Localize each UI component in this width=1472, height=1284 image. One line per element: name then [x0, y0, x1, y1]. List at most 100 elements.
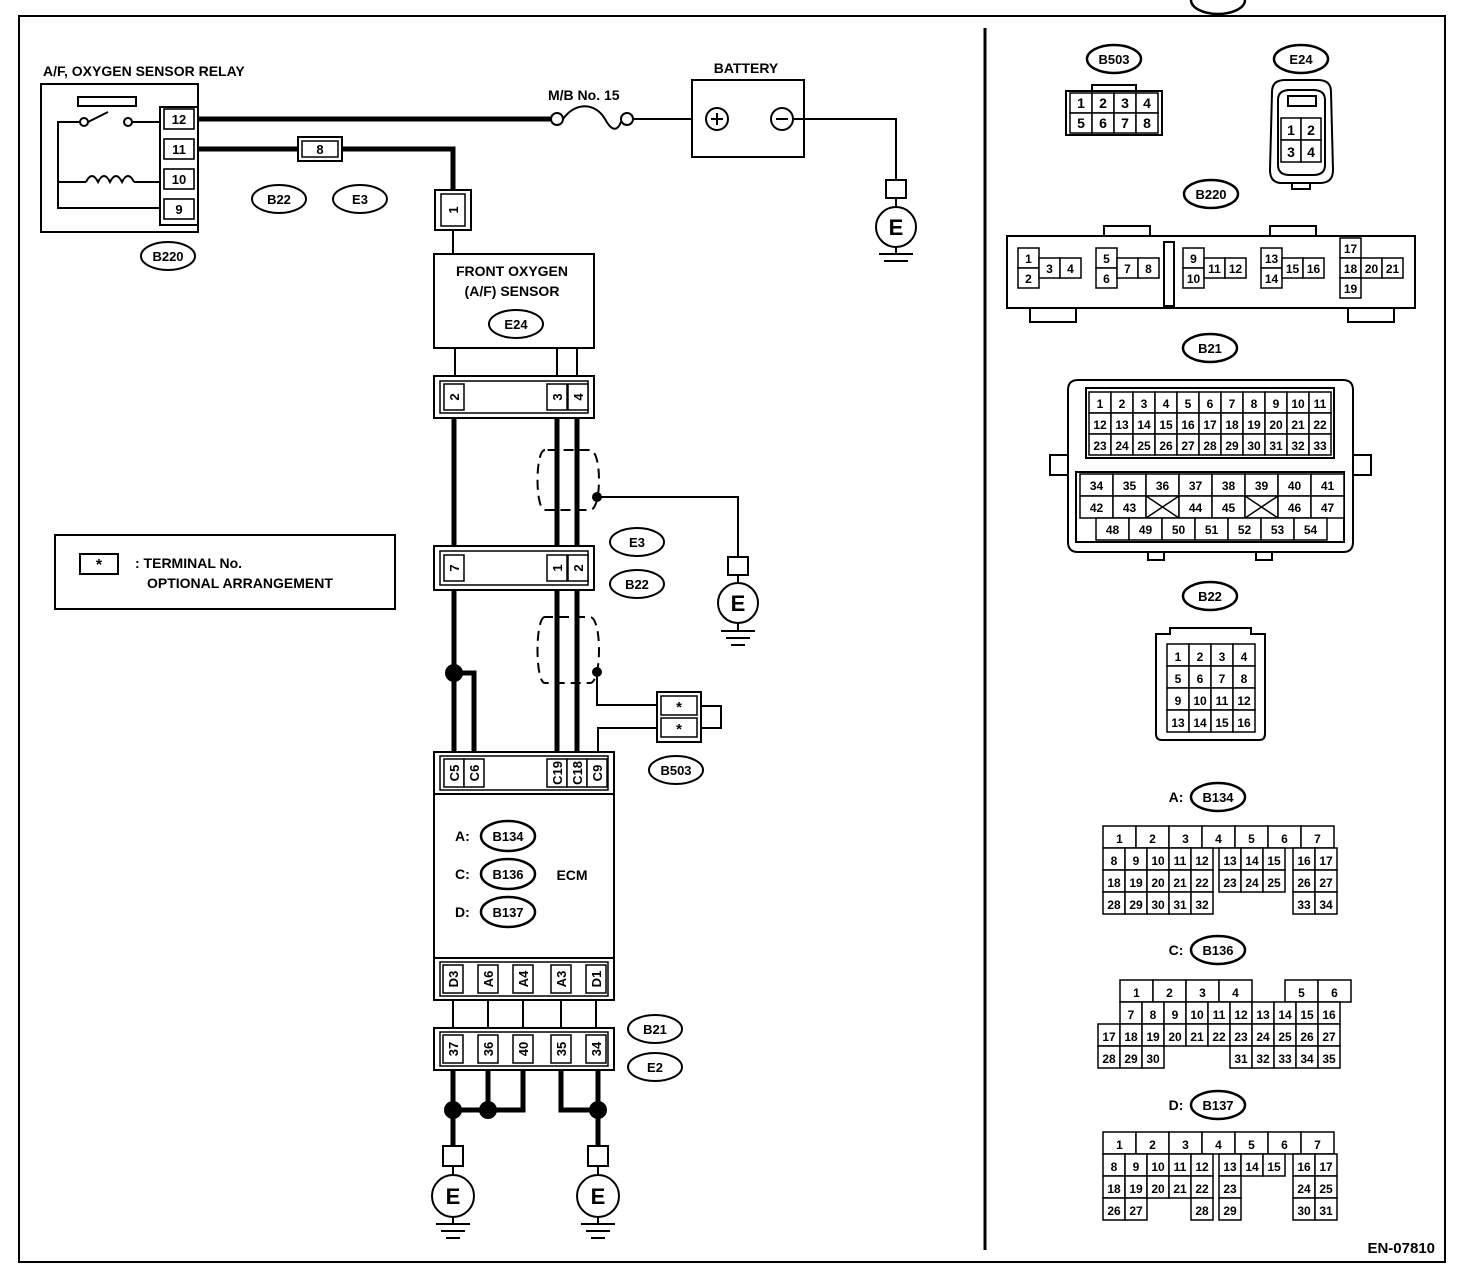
splice-dot [589, 1101, 607, 1119]
pin-number: 9 [1273, 397, 1280, 411]
pin-number: 33 [1297, 898, 1311, 912]
pin-number: 36 [1156, 479, 1170, 493]
pin-number: 16 [1297, 854, 1311, 868]
pin-number: 2 [1119, 397, 1126, 411]
legend-line-2: OPTIONAL ARRANGEMENT [147, 575, 333, 591]
ecm-wires [451, 590, 580, 752]
pin-number: 7 [1121, 115, 1129, 131]
ecm-ground-right [576, 1145, 620, 1239]
ecm-pin: A3 [554, 971, 569, 988]
pin-number: 6 [1281, 1138, 1288, 1152]
pin-cell [1135, 112, 1159, 134]
pin-number: 27 [1322, 1030, 1336, 1044]
pin-number: 18 [1124, 1030, 1138, 1044]
pin-number: 30 [1146, 1052, 1160, 1066]
pin-number: 12 [1229, 262, 1243, 276]
pin-number: 43 [1123, 501, 1137, 515]
pin-number: 6 [1331, 986, 1338, 1000]
pin-number: 45 [1222, 501, 1236, 515]
pin-number: 11 [1174, 854, 1187, 868]
ecm-title: ECM [556, 867, 587, 883]
pin-number: 6 [1103, 272, 1110, 286]
pin-cell [1190, 891, 1214, 915]
ecm-pin: C19 [550, 761, 565, 785]
face-b137-prefix: D: [1169, 1097, 1184, 1113]
pin-number: 34 [1319, 898, 1333, 912]
pin-cell [1232, 709, 1256, 733]
connector-b137-tag [479, 895, 537, 929]
pin-number: 17 [1319, 854, 1333, 868]
af-oxygen-sensor-relay [40, 83, 199, 233]
connector-b22-label: B22 [267, 192, 291, 207]
pin-cell [1314, 1197, 1338, 1221]
shield-upper-ground-wire [592, 492, 759, 646]
prefix-a: A: [455, 828, 470, 844]
face-b134-label: B134 [1202, 790, 1234, 805]
face-e24-latch [1287, 95, 1317, 107]
battery-title: BATTERY [714, 60, 779, 76]
pin-number: 9 [1190, 252, 1197, 266]
ground-wires [450, 1070, 601, 1146]
ecm-bottom-connector [433, 957, 615, 1001]
connector-b136-label: B136 [492, 867, 523, 882]
pin-number: 35 [1123, 479, 1137, 493]
connector-b21-tag [627, 1014, 683, 1044]
ground-pin: 34 [589, 1041, 604, 1056]
pin-number: 17 [1344, 242, 1358, 256]
relay-to-sensor-wire [198, 136, 472, 254]
pin-number: 30 [1151, 898, 1165, 912]
connector-b503-tag [648, 755, 704, 785]
pin-number: 23 [1093, 439, 1107, 453]
ground-label: E [446, 1184, 461, 1209]
pin-number: 7 [1314, 1138, 1321, 1152]
pin-number: 6 [1197, 672, 1204, 686]
connector-e3-label: E3 [629, 535, 645, 550]
pin-number: 32 [1195, 898, 1209, 912]
relay-title: A/F, OXYGEN SENSOR RELAY [43, 63, 245, 79]
pin-number: 38 [1222, 479, 1236, 493]
relay-pin: 9 [175, 202, 182, 217]
prefix-d: D: [455, 904, 470, 920]
face-b136-label: B136 [1202, 943, 1233, 958]
pin-number: 12 [1195, 1160, 1209, 1174]
pin-number: 7 [1124, 262, 1131, 276]
pin-number: 3 [1199, 986, 1206, 1000]
pin-number: 14 [1245, 1160, 1259, 1174]
ground-label: E [731, 591, 746, 616]
pin-number: 5 [1248, 832, 1255, 846]
pin-number: 9 [1133, 1160, 1140, 1174]
splice-dot [479, 1101, 497, 1119]
pin-number: 20 [1168, 1030, 1182, 1044]
shield-upper [536, 449, 600, 511]
connector-e24-tag [488, 309, 544, 339]
power-wire [198, 105, 692, 130]
relay-pin: 11 [172, 142, 186, 157]
pin-cell [1137, 257, 1160, 279]
pin-number: 30 [1297, 1204, 1311, 1218]
pin-number: 41 [1321, 479, 1335, 493]
pin-number: 21 [1386, 262, 1400, 276]
pin-cell [1381, 257, 1404, 279]
pin-number: 16 [1322, 1008, 1336, 1022]
pin-number: 3 [1121, 95, 1129, 111]
pin-number: 7 [1229, 397, 1236, 411]
connector-b22-tag [251, 184, 307, 214]
connector-b220-label: B220 [152, 249, 183, 264]
face-b21-tag [1181, 332, 1239, 364]
pin-number: 18 [1225, 418, 1239, 432]
pin-number: 2 [1197, 650, 1204, 664]
pin-number: 47 [1321, 501, 1335, 515]
legend-line-1: : TERMINAL No. [135, 555, 242, 571]
pin-number: 1 [1097, 397, 1104, 411]
pin-number: 7 [1128, 1008, 1135, 1022]
ecm-top-connector [433, 751, 615, 795]
pin-number: 53 [1271, 523, 1285, 537]
ecm-pin: D3 [446, 971, 461, 988]
pin-number: 14 [1245, 854, 1259, 868]
ecm-pin: C5 [447, 765, 462, 782]
joint-pin: 1 [550, 564, 565, 571]
pin-number: 42 [1090, 501, 1104, 515]
pin-number: 24 [1115, 439, 1129, 453]
pin-number: 5 [1248, 1138, 1255, 1152]
pin-cell [1317, 1045, 1341, 1069]
